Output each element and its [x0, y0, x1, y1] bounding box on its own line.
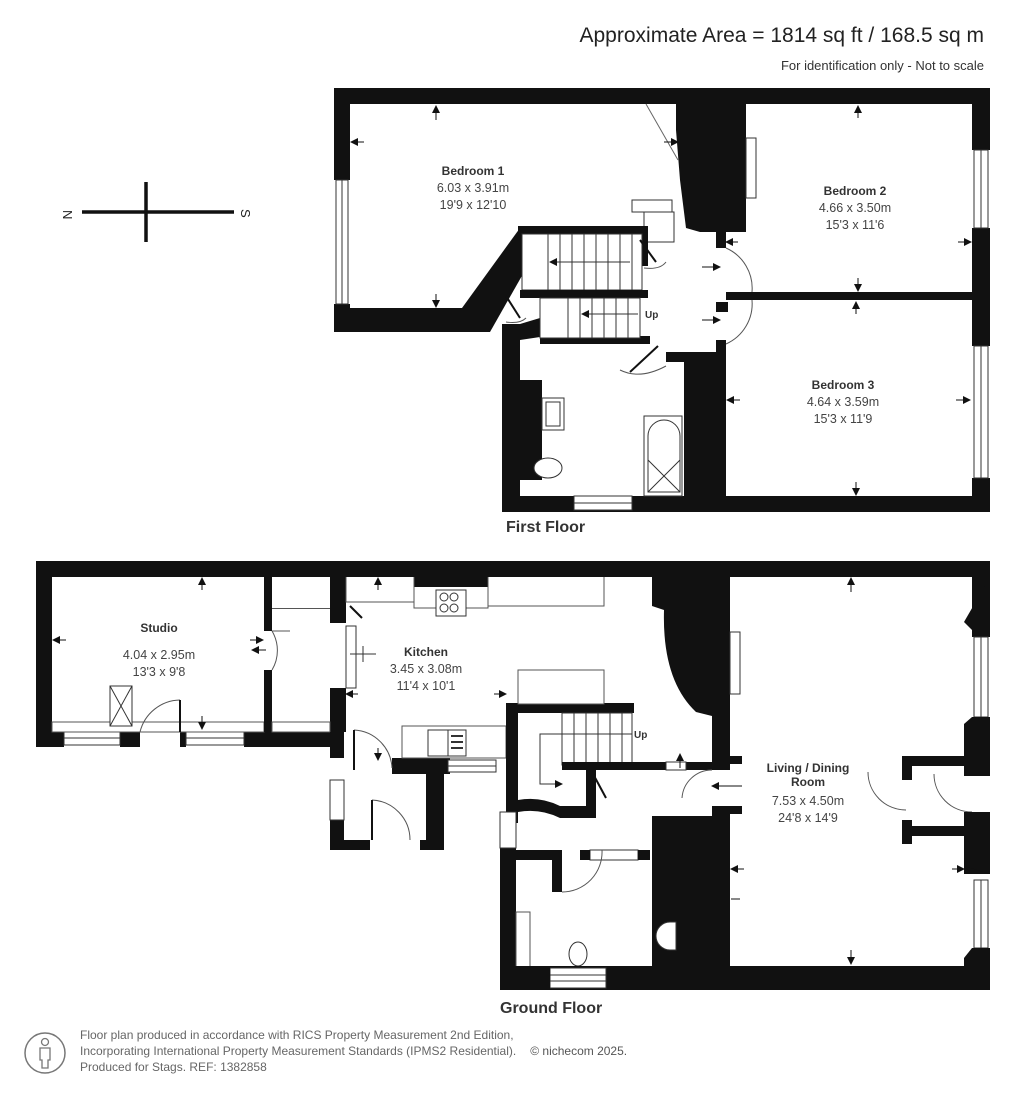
svg-text:4.04 x 2.95m: 4.04 x 2.95m: [123, 648, 195, 662]
svg-text:11'4 x 10'1: 11'4 x 10'1: [397, 679, 456, 693]
room-label-living-dining: Living / Dining Room 7.53 x 4.50m 24'8 x…: [767, 761, 850, 825]
svg-text:Studio: Studio: [140, 621, 177, 635]
footer-notes: Floor plan produced in accordance with R…: [80, 1027, 627, 1075]
first-floor-stairs: Up: [520, 233, 658, 339]
svg-text:Living / Dining: Living / Dining: [767, 761, 850, 775]
person-icon: [24, 1032, 66, 1074]
approximate-area-title: Approximate Area = 1814 sq ft / 168.5 sq…: [579, 24, 985, 47]
ground-floor-plan: Up: [36, 561, 990, 1017]
first-floor-bath-fixtures: [533, 397, 683, 497]
svg-text:Bedroom 2: Bedroom 2: [824, 184, 887, 198]
sink-icon: [427, 729, 467, 757]
first-floor-stairs-up-label: Up: [645, 310, 658, 321]
ground-floor-label: Ground Floor: [500, 1000, 602, 1017]
svg-text:Kitchen: Kitchen: [404, 645, 448, 659]
svg-text:15'3 x 11'9: 15'3 x 11'9: [814, 412, 873, 426]
svg-text:Bedroom 3: Bedroom 3: [812, 378, 875, 392]
svg-text:Room: Room: [791, 775, 825, 789]
hob-icon: [435, 589, 467, 617]
room-label-studio: Studio 4.04 x 2.95m 13'3 x 9'8: [123, 621, 195, 679]
ground-floor-stairs-up-label: Up: [634, 730, 647, 741]
first-floor-plan: Up: [334, 88, 990, 536]
compass-south-label: S: [238, 209, 253, 218]
svg-text:7.53 x 4.50m: 7.53 x 4.50m: [772, 794, 844, 808]
svg-text:15'3 x 11'6: 15'3 x 11'6: [826, 218, 885, 232]
compass-north-label: N: [60, 210, 75, 219]
ground-floor-stairs: Up: [539, 712, 647, 788]
compass-icon: N S: [60, 182, 253, 242]
svg-text:Bedroom 1: Bedroom 1: [442, 164, 505, 178]
svg-text:4.66 x 3.50m: 4.66 x 3.50m: [819, 201, 891, 215]
footer-line-2: Incorporating International Property Mea…: [80, 1044, 517, 1058]
svg-text:19'9 x 12'10: 19'9 x 12'10: [440, 198, 507, 212]
copyright-notice: © nichecom 2025.: [530, 1044, 628, 1058]
svg-text:4.64 x 3.59m: 4.64 x 3.59m: [807, 395, 879, 409]
room-label-bedroom-1: Bedroom 1 6.03 x 3.91m 19'9 x 12'10: [437, 164, 509, 212]
svg-text:24'8 x 14'9: 24'8 x 14'9: [778, 811, 838, 825]
room-label-kitchen: Kitchen 3.45 x 3.08m 11'4 x 10'1: [390, 645, 462, 693]
room-label-bedroom-2: Bedroom 2 4.66 x 3.50m 15'3 x 11'6: [819, 184, 891, 232]
footer-line-3: Produced for Stags. REF: 1382858: [80, 1060, 267, 1074]
svg-text:13'3 x 9'8: 13'3 x 9'8: [133, 665, 186, 679]
svg-text:3.45 x 3.08m: 3.45 x 3.08m: [390, 662, 462, 676]
svg-text:6.03 x 3.91m: 6.03 x 3.91m: [437, 181, 509, 195]
footer-line-1: Floor plan produced in accordance with R…: [80, 1028, 514, 1042]
scale-disclaimer: For identification only - Not to scale: [780, 58, 984, 73]
room-label-bedroom-3: Bedroom 3 4.64 x 3.59m 15'3 x 11'9: [807, 378, 879, 426]
first-floor-label: First Floor: [506, 519, 585, 536]
